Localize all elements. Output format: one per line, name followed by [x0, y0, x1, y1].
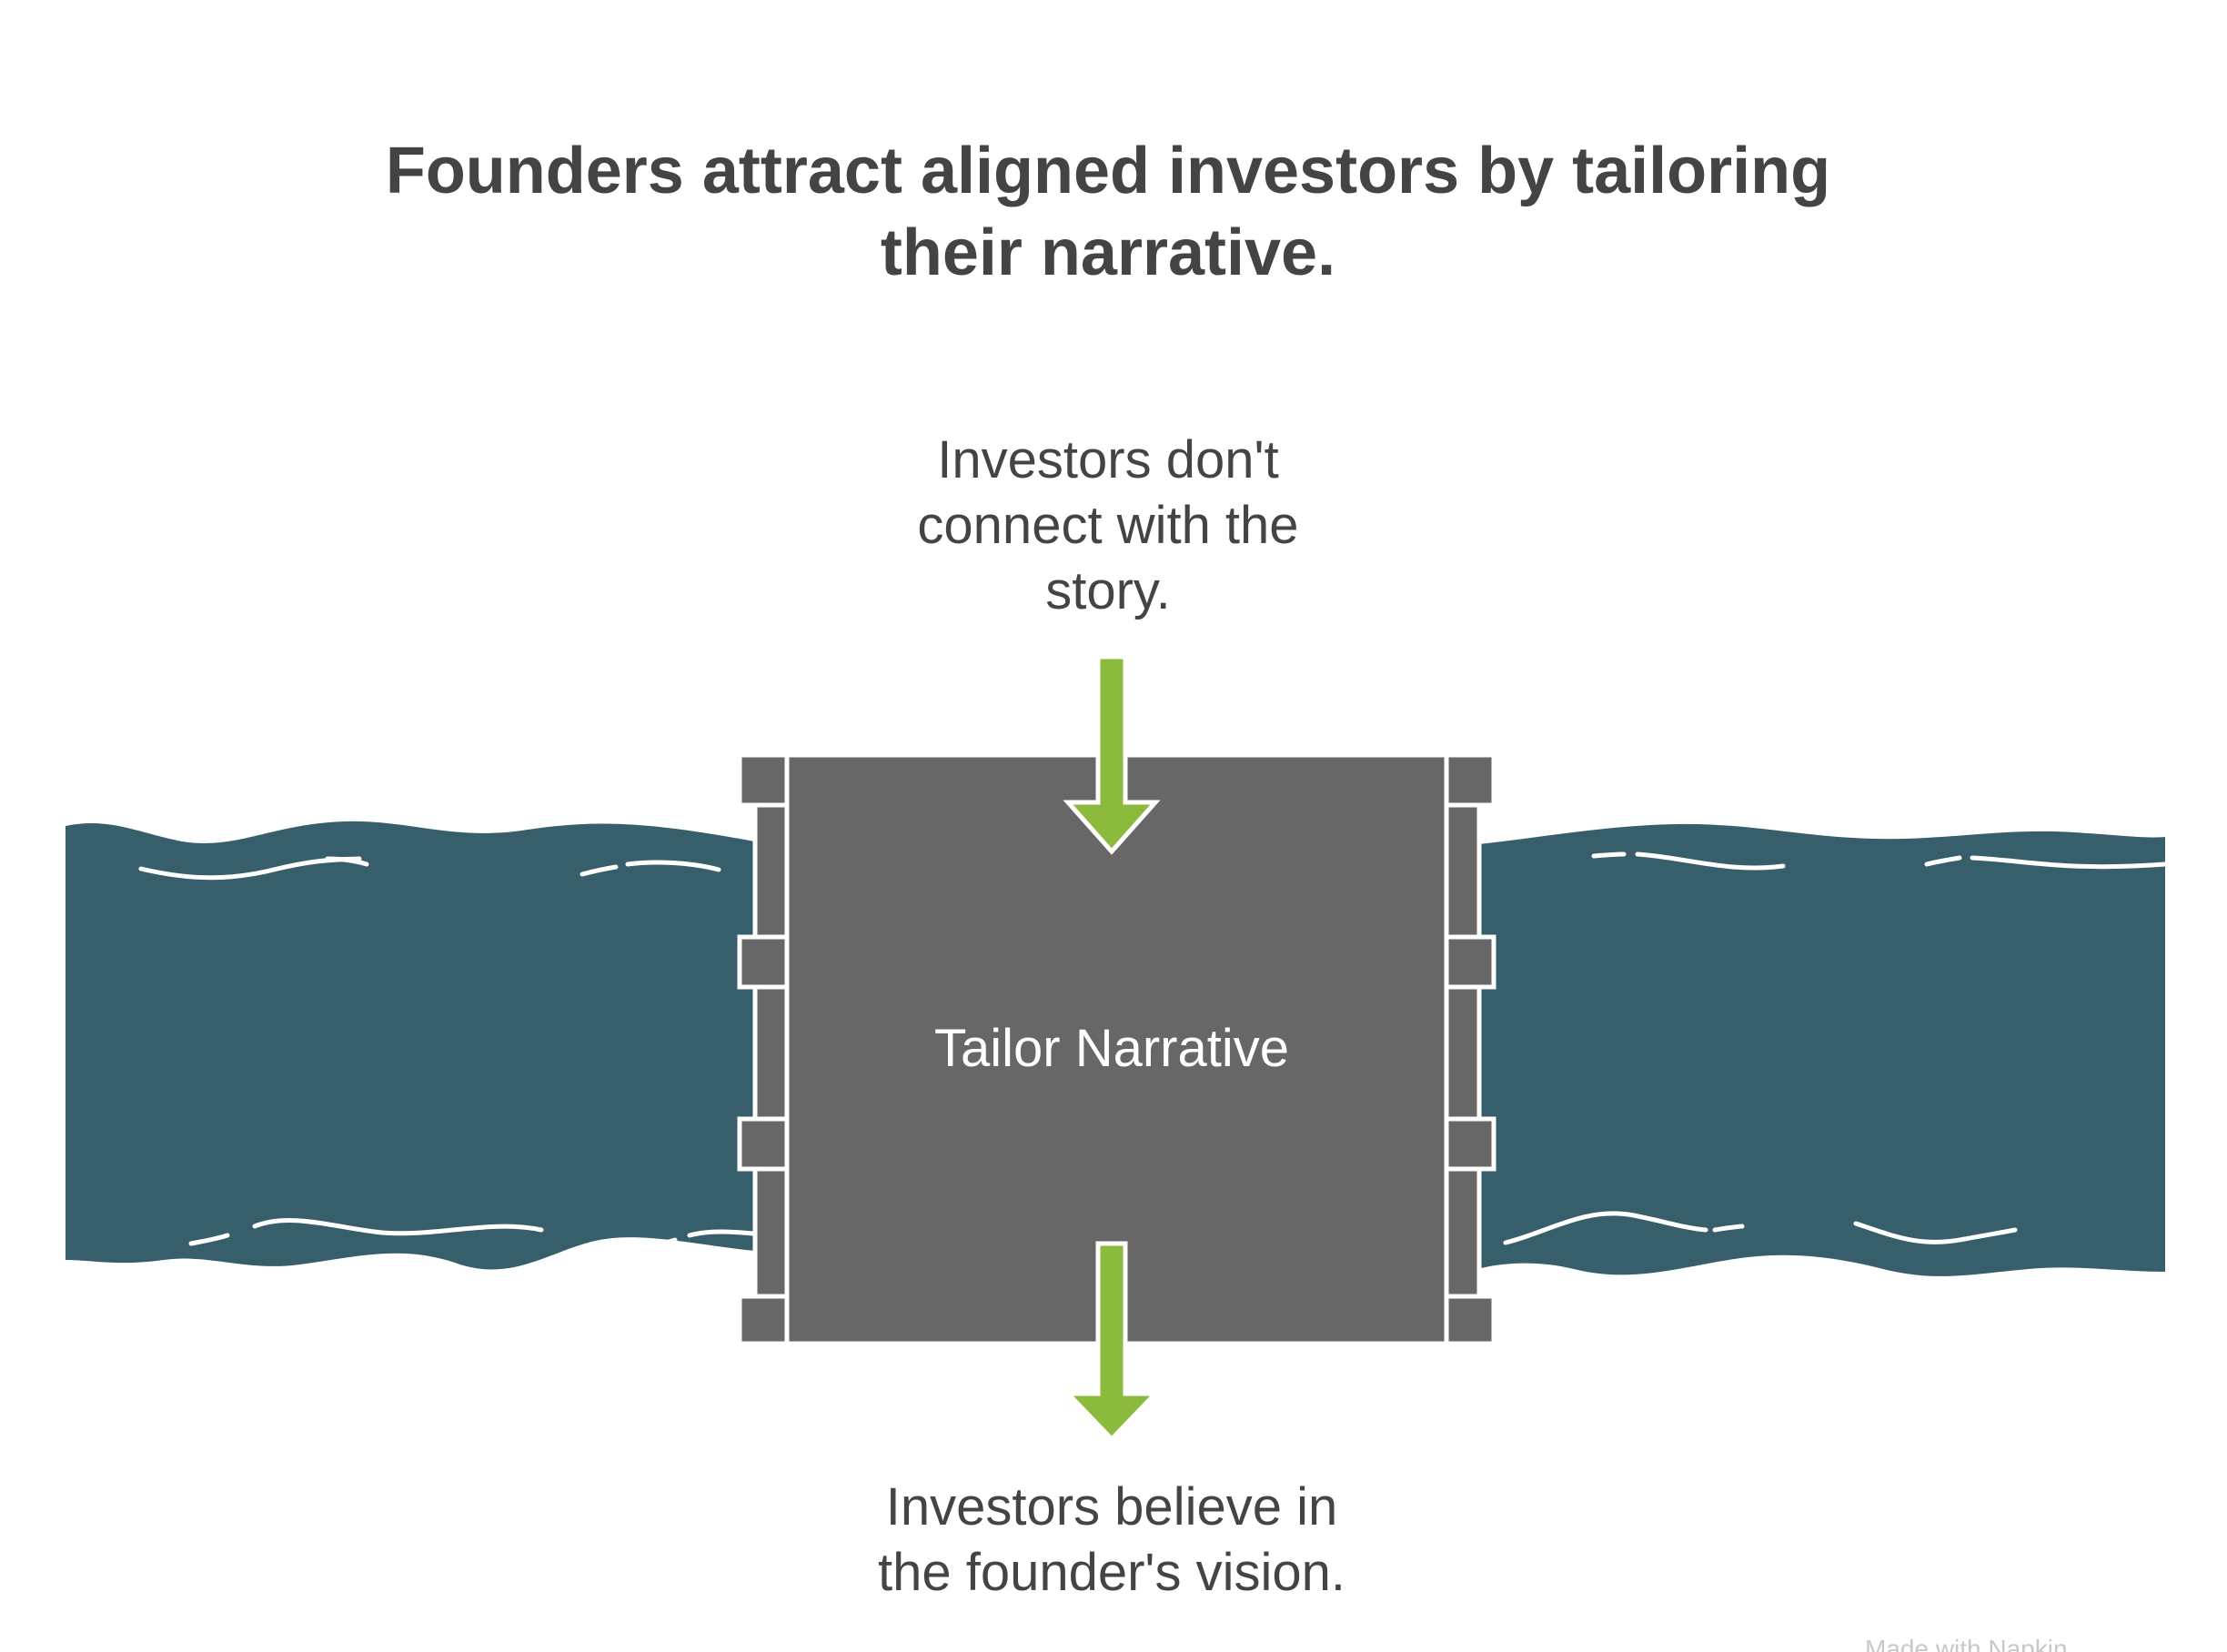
input-label-line-2: connect with the	[917, 496, 1298, 555]
river-right	[1478, 823, 2165, 1276]
watermark: Made with Napkin	[1865, 1635, 2068, 1652]
arrow-down-icon	[1063, 654, 1161, 855]
arrow-down-icon	[1063, 1241, 1161, 1443]
input-label-line-1: Investors don't	[937, 430, 1278, 489]
center-label: Tailor Narrative	[934, 1019, 1289, 1078]
river-right-waves	[1503, 851, 2168, 1245]
river-left-waves	[138, 856, 756, 1249]
river-left	[66, 821, 755, 1270]
page-title-line-2: their narrative.	[881, 217, 1335, 289]
output-label-line-1: Investors believe in	[886, 1477, 1337, 1536]
input-label-line-3: story.	[1045, 561, 1171, 620]
output-label-line-2: the founder's vision.	[878, 1543, 1345, 1602]
page-title-line-1: Founders attract aligned investors by ta…	[386, 135, 1830, 207]
